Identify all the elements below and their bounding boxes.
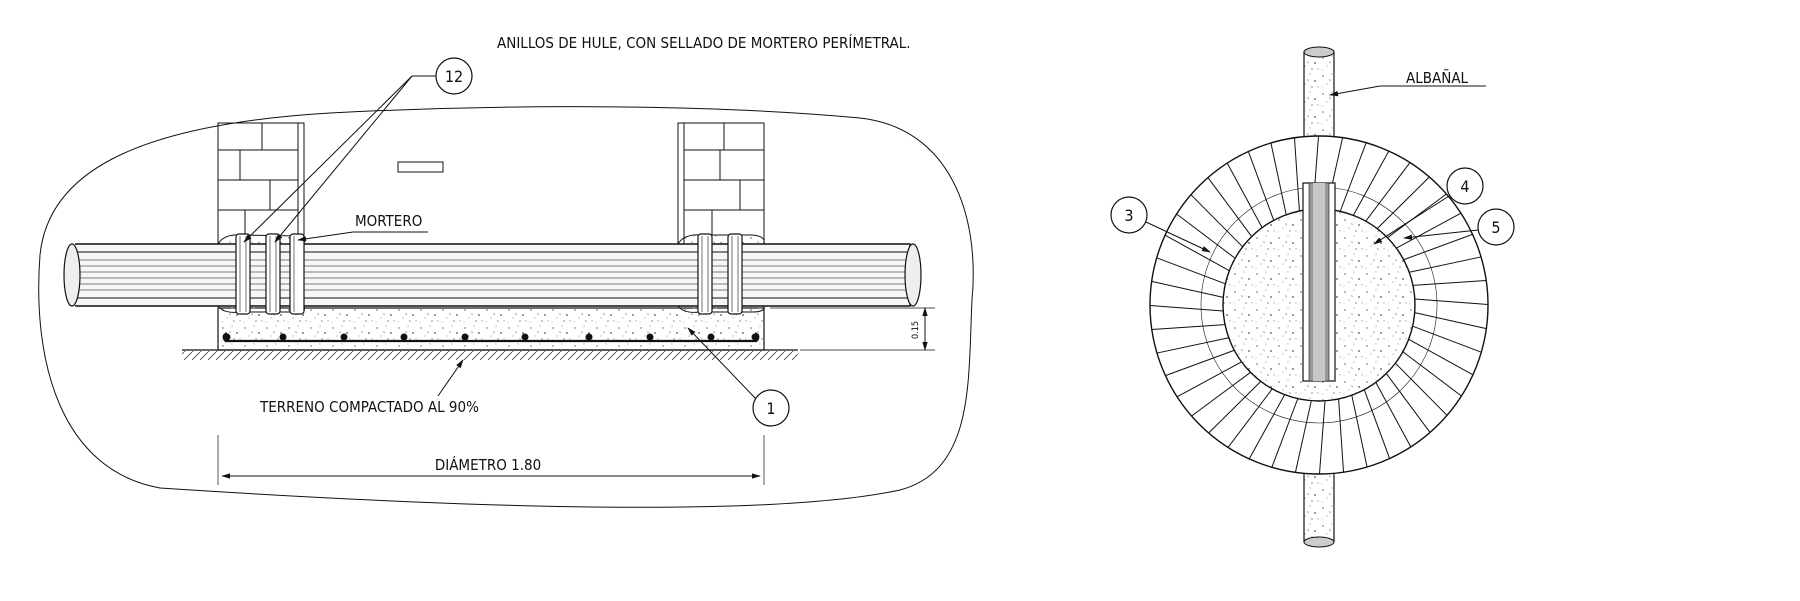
brick-joint <box>1352 150 1390 216</box>
brick-joint <box>1151 280 1224 298</box>
manhole-wall-right <box>677 122 765 246</box>
brick-joint <box>1318 400 1326 475</box>
brick-joint <box>1396 212 1462 249</box>
brick-joint <box>1387 193 1447 239</box>
brick-joint <box>1248 394 1286 460</box>
brick-joint <box>1293 137 1300 212</box>
manhole-wall-left <box>217 122 305 246</box>
brick-joint <box>1164 234 1230 272</box>
brick-joint <box>1412 279 1487 286</box>
brick-joint <box>1394 362 1448 416</box>
brick-joint <box>1338 398 1345 473</box>
brick-joint <box>1191 371 1251 417</box>
diameter-dimension: DIÁMETRO 1.80 <box>217 435 765 485</box>
callout-1: 1 <box>766 399 775 418</box>
brick-joint <box>1247 151 1275 221</box>
callout-3: 3 <box>1124 206 1133 225</box>
callout-4-circle <box>1446 167 1484 205</box>
mortar-seal-right-bottom <box>676 305 765 313</box>
brick-joint <box>1365 162 1411 222</box>
rubber-rings-left <box>235 233 305 315</box>
callout-12: 12 <box>445 67 463 86</box>
brick-joint <box>1403 233 1473 261</box>
sewer-pipe <box>63 243 922 307</box>
brick-joint <box>1408 338 1474 376</box>
brick-joint <box>1409 256 1482 273</box>
brick-joint <box>1294 400 1312 473</box>
brick-joint <box>1227 388 1273 448</box>
brick-joint <box>1376 176 1430 230</box>
slab-thickness-dimension: 0.15 <box>770 307 935 351</box>
brick-joint <box>1270 142 1287 215</box>
brick-joint <box>1375 382 1412 448</box>
rings-note: ANILLOS DE HULE, CON SELLADO DE MORTERO … <box>497 33 911 52</box>
brick-joint <box>1207 177 1253 237</box>
brick-joint <box>1151 324 1226 331</box>
mortar-seal-right-top <box>677 234 765 245</box>
callout-1-circle <box>752 389 790 427</box>
brick-joint <box>1156 257 1226 285</box>
brick-joint <box>1414 298 1489 306</box>
albanal-label: ALBAÑAL <box>1406 68 1469 87</box>
brick-joint <box>1226 162 1263 228</box>
brick-joint <box>1402 351 1462 397</box>
brick-joint <box>1149 304 1224 312</box>
terreno-label: TERRENO COMPACTADO AL 90% <box>259 398 479 416</box>
brick-joint <box>1271 398 1299 468</box>
brick-joint <box>1190 194 1244 248</box>
section-view: ANILLOS DE HULE, CON SELLADO DE MORTERO … <box>38 33 974 508</box>
rubber-rings-right <box>697 233 743 315</box>
brick-joint <box>1339 142 1367 212</box>
callout-5: 5 <box>1491 218 1500 237</box>
plan-view: ALBAÑAL 3 4 5 <box>1110 46 1515 548</box>
callout-5-circle <box>1477 208 1515 246</box>
brick-joint <box>1165 349 1235 377</box>
brick-joint <box>1208 380 1262 434</box>
svg-text:DIÁMETRO 1.80: DIÁMETRO 1.80 <box>435 455 541 474</box>
brick-joint <box>1351 395 1368 468</box>
brick-joint <box>1414 312 1487 330</box>
brick-joint <box>1412 325 1482 353</box>
svg-text:0.15: 0.15 <box>911 321 921 339</box>
brick-joint <box>1176 213 1236 259</box>
brick-joint <box>1176 361 1242 398</box>
callout-3-circle <box>1110 196 1148 234</box>
brick-ring <box>1149 135 1489 475</box>
brick-joint <box>1363 389 1391 459</box>
mortero-label: MORTERO <box>355 212 422 230</box>
callout-4: 4 <box>1460 177 1469 196</box>
detail-boundary <box>38 106 974 508</box>
manhole-step <box>397 161 444 173</box>
rebar-dots <box>223 333 759 341</box>
brick-joint <box>1156 337 1229 354</box>
brick-joint <box>1385 373 1431 433</box>
